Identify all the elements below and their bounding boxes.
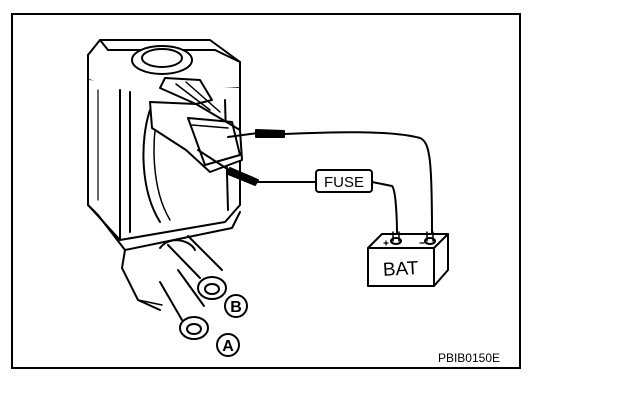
solenoid-valve [87, 39, 241, 251]
connector [149, 77, 243, 173]
port-b-marker [224, 294, 248, 318]
port-a-marker [216, 333, 240, 357]
battery-icon [367, 231, 449, 287]
fuse-label: FUSE [324, 174, 364, 191]
hose-fittings [121, 235, 227, 340]
battery-label: BAT [382, 258, 419, 281]
wiring [257, 131, 433, 236]
figure-code: PBIB0150E [438, 351, 500, 365]
fuse-box [315, 169, 373, 193]
test-probes [197, 129, 285, 186]
port-b-label: B [230, 299, 242, 316]
port-a-label: A [222, 338, 234, 355]
